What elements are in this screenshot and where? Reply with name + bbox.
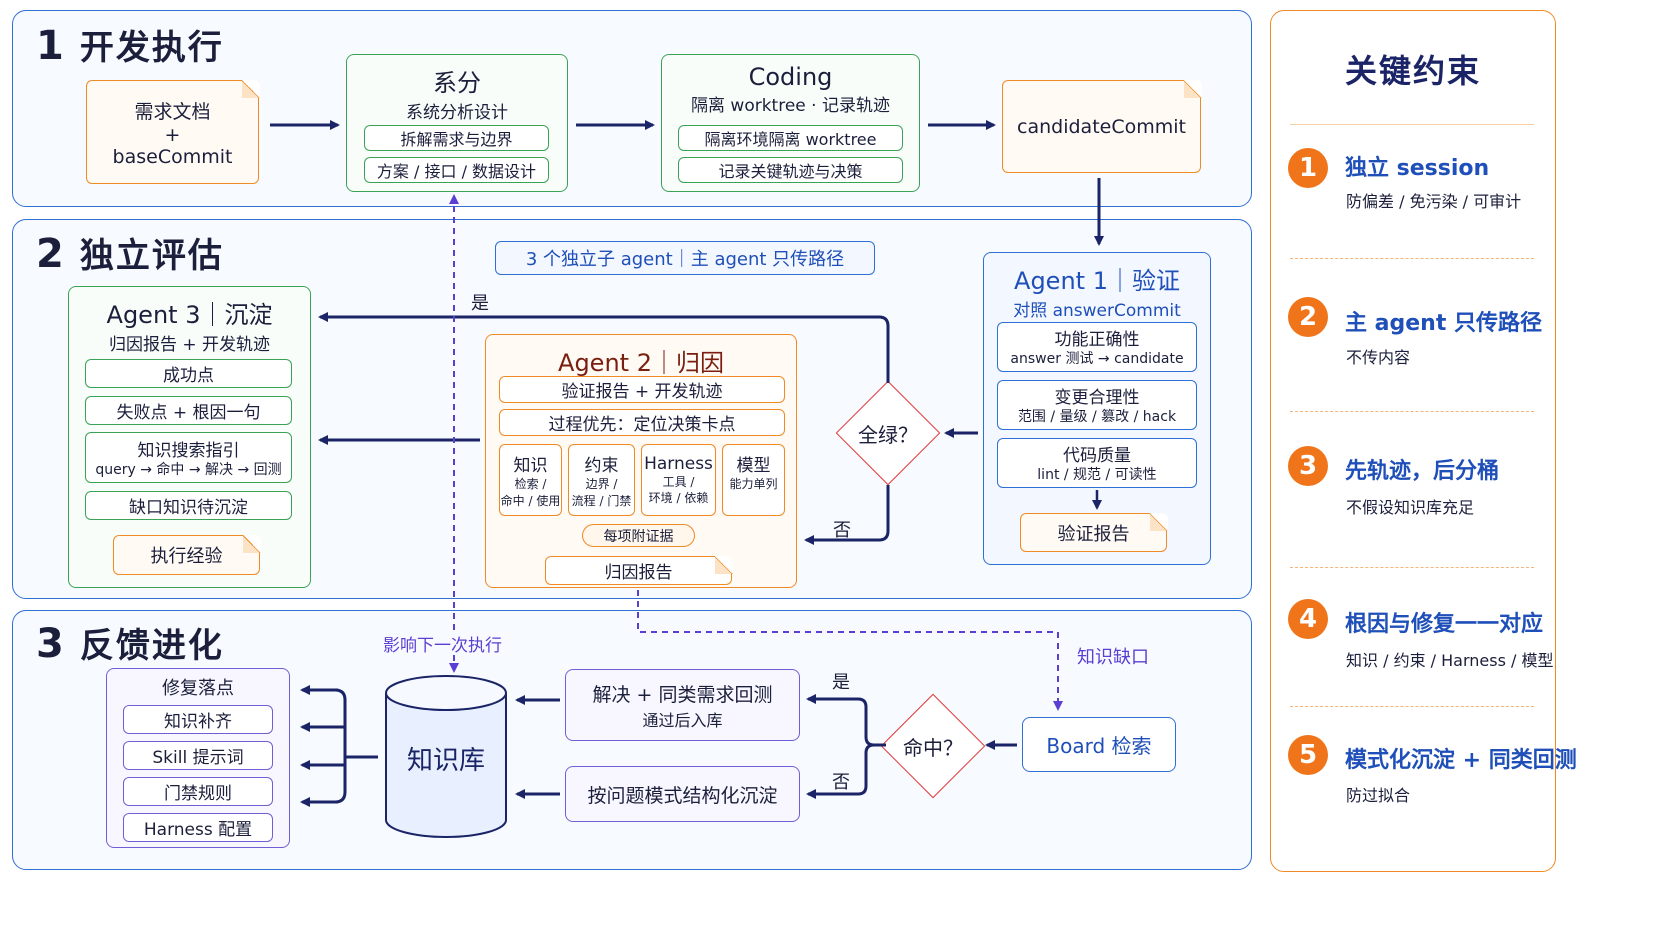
fix-target-item: Harness 配置 [123, 813, 273, 842]
category-harness: Harness 工具 / 环境 / 依赖 [641, 444, 716, 516]
key-constraints-title: 关键约束 [1344, 52, 1481, 90]
eval-banner: 3 个独立子 agent｜主 agent 只传路径 [495, 241, 875, 275]
constraint-number-badge: 5 [1288, 735, 1328, 775]
divider [1290, 411, 1534, 412]
knowledge-gap-label: 知识缺口 [1077, 647, 1149, 668]
agent3-item: 成功点 [85, 359, 292, 388]
agent3-item: 失败点 + 根因一句 [85, 396, 292, 425]
constraint-sub: 防过拟合 [1346, 786, 1411, 805]
agent1-check-item: 变更合理性 范围 / 量级 / 篡改 / hack [997, 380, 1197, 430]
coding-title: Coding [748, 63, 833, 91]
constraint-title: 模式化沉淀 + 同类回测 [1345, 748, 1577, 773]
hit-no-label: 否 [832, 772, 850, 793]
arrow-hit-yes [806, 694, 886, 747]
category-knowledge: 知识 检索 / 命中 / 使用 [499, 444, 562, 516]
category-constraint: 约束 边界 / 流程 / 门禁 [568, 444, 635, 516]
divider [1290, 706, 1534, 707]
influence-next-label: 影响下一次执行 [383, 636, 502, 656]
fix-target-item: 知识补齐 [123, 705, 273, 734]
agent2-process-item: 过程优先：定位决策卡点 [499, 409, 785, 436]
arrow-no-to-agent2 [804, 485, 890, 545]
candidate-commit-node: candidateCommit [1002, 79, 1202, 173]
analysis-item: 方案 / 接口 / 数据设计 [364, 157, 549, 183]
no-label: 否 [833, 520, 851, 541]
execution-experience-node: 执行经验 [113, 534, 261, 575]
constraint-title: 根因与修复一一对应 [1345, 612, 1544, 637]
constraint-number-badge: 1 [1288, 148, 1328, 188]
constraint-sub: 防偏差 / 免污染 / 可审计 [1346, 192, 1522, 211]
agent2-title: Agent 2｜归因 [558, 349, 724, 377]
evidence-badge: 每项附证据 [582, 524, 695, 547]
verification-report-node: 验证报告 [1020, 512, 1168, 552]
agent1-subtitle: 对照 answerCommit [1013, 301, 1181, 321]
agent1-check-item: 代码质量 lint / 规范 / 可读性 [997, 438, 1197, 488]
bracket-kb-to-fix [334, 688, 378, 804]
constraint-title: 主 agent 只传路径 [1345, 311, 1543, 336]
board-search-node[interactable]: Board 检索 [1022, 717, 1176, 772]
fix-target-item: 门禁规则 [123, 777, 273, 806]
constraint-title: 独立 session [1345, 156, 1490, 181]
analysis-title: 系分 [433, 69, 481, 97]
analysis-subtitle: 系统分析设计 [406, 103, 508, 123]
arrow-hit-no [808, 743, 875, 796]
coding-subtitle: 隔离 worktree · 记录轨迹 [691, 96, 890, 116]
hit-decision: 命中？ [881, 694, 985, 798]
constraint-number-badge: 4 [1288, 599, 1328, 639]
agent1-title: Agent 1｜验证 [1014, 267, 1180, 295]
divider [1290, 258, 1534, 259]
constraint-sub: 知识 / 约束 / Harness / 模型 [1346, 651, 1554, 670]
agent3-item: 知识搜索指引 query → 命中 → 解决 → 回测 [85, 432, 292, 483]
fix-target-item: Skill 提示词 [123, 741, 273, 770]
requirement-doc-node: 需求文档 + baseCommit [86, 79, 260, 184]
agent2-input-item: 验证报告 + 开发轨迹 [499, 376, 785, 403]
constraint-sub: 不传内容 [1346, 348, 1411, 367]
arrow-yes-to-agent3 [318, 312, 890, 383]
constraint-title: 先轨迹，后分桶 [1345, 459, 1500, 484]
agent1-check-item: 功能正确性 answer 测试 → candidate [997, 322, 1197, 372]
yes-label: 是 [471, 293, 489, 314]
hit-yes-label: 是 [832, 672, 850, 693]
knowledge-base-cylinder [385, 675, 507, 838]
agent3-item: 缺口知识待沉淀 [85, 491, 292, 520]
divider [1290, 567, 1534, 568]
coding-item: 记录关键轨迹与决策 [678, 157, 903, 183]
dashed-gap-to-board [637, 590, 1063, 711]
analysis-item: 拆解需求与边界 [364, 125, 549, 151]
constraint-sub: 不假设知识库充足 [1346, 498, 1475, 517]
resolve-regress-node: 解决 + 同类需求回测 通过后入库 [565, 669, 800, 741]
divider [1290, 124, 1534, 125]
agent3-subtitle: 归因报告 + 开发轨迹 [108, 335, 271, 355]
attribution-report-node: 归因报告 [545, 555, 733, 585]
constraint-number-badge: 2 [1288, 297, 1328, 337]
coding-item: 隔离环境隔离 worktree [678, 125, 903, 151]
category-model: 模型 能力单列 [722, 444, 785, 516]
pattern-deposit-node: 按问题模式结构化沉淀 [565, 766, 800, 822]
agent3-title: Agent 3｜沉淀 [106, 301, 273, 329]
all-green-decision: 全绿？ [836, 381, 940, 485]
fix-targets-title: 修复落点 [162, 678, 234, 699]
constraint-number-badge: 3 [1288, 446, 1328, 486]
knowledge-base-label: 知识库 [406, 746, 485, 776]
